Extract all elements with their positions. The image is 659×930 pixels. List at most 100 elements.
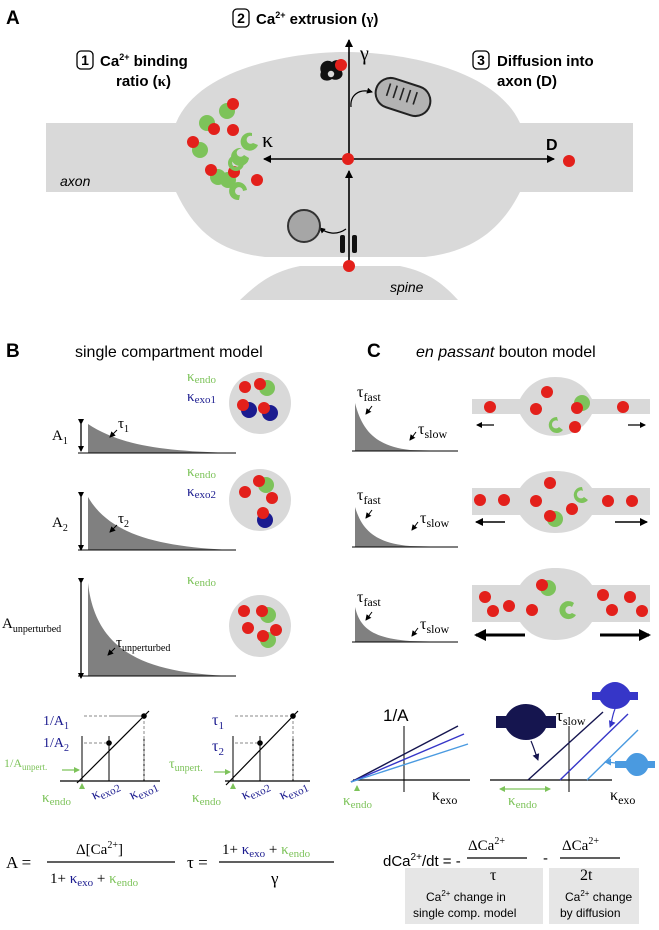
svg-text:κendo: κendo	[192, 790, 221, 808]
b-p1-y1-sub: 1	[64, 721, 69, 732]
calcium-store-icon	[287, 209, 321, 243]
b-p2-y2-sub: 2	[218, 746, 224, 758]
panel-c-row3: τfast τslow	[352, 568, 651, 643]
svg-text:τ2: τ2	[212, 738, 224, 758]
svg-text:A2: A2	[52, 515, 68, 534]
panel-b-row2: A2 τ2 κendo κexo2	[52, 464, 291, 551]
eq2-num-c: +	[265, 842, 281, 858]
c1-slow-sub: slow	[424, 427, 447, 441]
svg-text:τslow: τslow	[418, 421, 447, 441]
b-p2-y1: τ	[212, 712, 219, 729]
gamma-axis-label: γ	[359, 43, 369, 65]
b1-amp: A	[52, 428, 63, 444]
mitochondrion-icon	[374, 76, 432, 118]
svg-text:τunperturbed: τunperturbed	[116, 635, 170, 654]
eqc-f1-num-sup: 2+	[494, 836, 505, 847]
b-p1-y2-sub: 2	[64, 743, 69, 754]
b1-k1: κ	[187, 369, 195, 385]
item2-label: 2 Ca2+ extrusion (γ)	[232, 8, 378, 28]
b3-amp: A	[2, 616, 13, 632]
b-p2-y2: τ	[212, 738, 219, 755]
svg-text:Δ[Ca2+]: Δ[Ca2+]	[76, 840, 123, 858]
item2-text: Ca	[256, 11, 276, 28]
b1-tau: τ	[118, 416, 124, 432]
b3-tau-sub: unperturbed	[122, 643, 170, 654]
arrow-dark-icon	[530, 740, 540, 761]
b-p2-y0: τ	[169, 757, 175, 772]
c1-fast-sub: fast	[363, 390, 381, 404]
eqc-lhs-sup: 2+	[411, 852, 423, 863]
svg-text:κendo: κendo	[508, 793, 537, 811]
b-p1-y0: 1/A	[4, 756, 22, 770]
eqc-box2-l1sup: 2+	[580, 889, 589, 898]
svg-text:κendo: κendo	[187, 464, 216, 481]
b1-tau-sub: 1	[124, 424, 129, 435]
svg-text:Ca2+ extrusion (γ): Ca2+ extrusion (γ)	[256, 10, 378, 28]
c2-slow: τ	[420, 510, 427, 527]
b-plot-tau: τ1 τ2 τunpert. κendo κexo2 κexo1	[169, 710, 311, 808]
eqc-box1-l1a: Ca	[426, 890, 442, 904]
eq-box-single-comp	[405, 868, 543, 924]
eq2-num-b: κ	[242, 842, 250, 858]
c-plot-inverse-amplitude: 1/A κexo κendo	[343, 706, 470, 811]
eq1-lhs: A =	[6, 853, 31, 872]
svg-text:1/Aunpert.: 1/Aunpert.	[4, 756, 47, 772]
item3-line2: axon (D)	[497, 73, 557, 90]
c-p2-ylabel-sub: slow	[563, 714, 586, 728]
c1-fast: τ	[357, 384, 364, 401]
eqc-box2-l1b: change	[589, 890, 632, 904]
eq2-lhs: τ =	[187, 853, 208, 872]
svg-text:τfast: τfast	[357, 384, 381, 404]
b3-k1: κ	[187, 572, 195, 588]
b-p2-x2-sub: exo1	[286, 782, 310, 802]
eq2-num-d: κ	[281, 842, 289, 858]
b-p1-x1-sub: exo2	[98, 782, 122, 802]
item3-line1: Diffusion into	[497, 53, 594, 70]
b2-decay-trace	[88, 497, 232, 550]
b2-amp: A	[52, 515, 63, 531]
c2-fast-sub: fast	[363, 493, 381, 507]
eqc-f1-num: ΔCa	[468, 838, 495, 854]
eq-box-diffusion	[549, 868, 639, 924]
b-p2-y0-sub: unpert.	[175, 763, 203, 774]
b-p1-x0: κ	[42, 790, 50, 806]
b-p2-x0: κ	[192, 790, 200, 806]
equation-amplitude: A = Δ[Ca2+] 1+ κexo + κendo	[6, 840, 175, 889]
item2-sup: 2+	[275, 10, 285, 20]
arrow-light-icon	[604, 758, 625, 766]
c2-decay-trace	[355, 507, 450, 547]
b3-amp-sub: unperturbed	[13, 624, 61, 635]
equation-tau: τ = 1+ κexo + κendo γ	[187, 842, 334, 888]
svg-text:τ1: τ1	[118, 416, 129, 435]
b-plot-inverse-amplitude: 1/A1 1/A2 1/Aunpert. κendo κexo2 κexo1	[4, 710, 161, 808]
bouton-icon-mid	[592, 682, 638, 709]
c-p1-x: κ	[432, 787, 440, 804]
svg-text:κexo2: κexo2	[187, 484, 216, 501]
panel-b-letter: B	[6, 341, 20, 362]
item1-line1b: binding	[129, 53, 187, 70]
calcium-channel-icon	[340, 235, 357, 253]
eqc-minus: -	[543, 850, 548, 867]
item1-number: 1	[81, 52, 89, 68]
b2-k2-sub: exo2	[195, 489, 216, 501]
b2-tau-sub: 2	[124, 519, 129, 530]
item2-close: )	[373, 11, 378, 28]
eq1-den-b-sub: exo	[77, 877, 93, 889]
bouton-icon-dark	[496, 704, 556, 740]
eq1-den-a: 1+	[50, 871, 70, 887]
b-p1-y2: 1/A	[43, 736, 65, 751]
panel-c-title-rest: bouton model	[494, 344, 595, 361]
c3-slow: τ	[420, 616, 427, 633]
panel-b-row1: A1 τ1 κendo κexo1	[52, 369, 291, 454]
panel-c-row2: τfast τslow	[352, 471, 650, 548]
pump-arrow	[350, 87, 373, 108]
svg-text:τ2: τ2	[118, 511, 129, 530]
svg-text:ratio (κ): ratio (κ)	[116, 73, 171, 90]
d-axis-label: D	[546, 137, 558, 154]
c-p1-ylabel: 1/A	[383, 706, 409, 725]
calcium-pump-icon	[320, 59, 347, 81]
c-p2-x0: κ	[508, 793, 516, 809]
eqc-lhs-rest: /dt = -	[422, 853, 461, 870]
svg-text:dCa2+/dt = -: dCa2+/dt = -	[383, 852, 461, 870]
